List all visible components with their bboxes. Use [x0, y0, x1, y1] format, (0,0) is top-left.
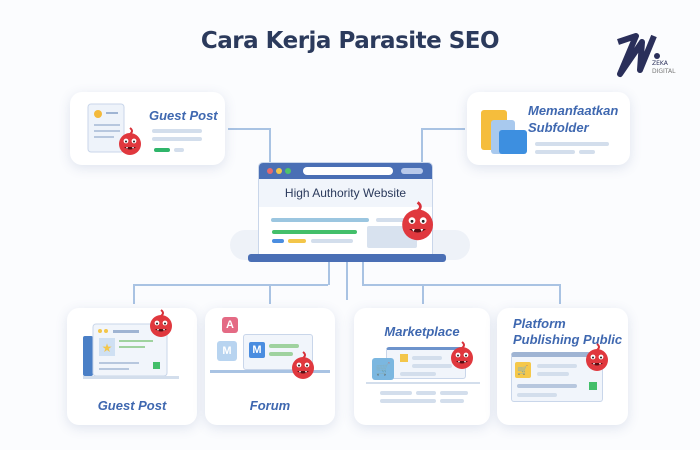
logo-text-1: ZEKA [652, 60, 668, 67]
card-label: Guest Post [97, 398, 167, 413]
page-title: Cara Kerja Parasite SEO [200, 28, 500, 54]
forum-badge-a: A [222, 317, 238, 333]
svg-text:★: ★ [102, 341, 113, 355]
cart-icon: 🛒 [372, 358, 394, 380]
logo-text-2: DIGITAL [652, 68, 676, 75]
parasite-monster-icon [450, 341, 474, 370]
parasite-monster-icon [400, 201, 435, 242]
blog-post-icon: ★ [83, 323, 179, 379]
card-subfolder: Memanfaatkan Subfolder [467, 92, 630, 165]
card-label-line1: Platform [513, 316, 566, 331]
card-platform-publishing-public: Platform Publishing Public 🛒 [497, 308, 628, 425]
card-guest-post: ★ Guest Post [67, 308, 197, 425]
parasite-monster-icon [149, 309, 173, 338]
card-label-line2: Publishing Public [513, 332, 623, 347]
card-label: Guest Post [149, 108, 218, 123]
parasite-monster-icon [291, 351, 315, 380]
card-label: Marketplace [384, 324, 460, 339]
parasite-monster-icon [585, 343, 609, 372]
website-title: High Authority Website [259, 179, 432, 207]
forum-badge-m-light: M [217, 341, 237, 361]
address-bar [303, 167, 393, 175]
forum-badge-m: M [249, 342, 265, 358]
document-icon [87, 103, 125, 153]
card-label: Forum [249, 398, 291, 413]
card-forum: A M M Forum [205, 308, 335, 425]
folder-icon [481, 110, 527, 154]
card-label-line1: Memanfaatkan [528, 103, 619, 118]
card-marketplace: Marketplace 🛒 [354, 308, 490, 425]
zeka-digital-logo: ZEKA DIGITAL [612, 30, 687, 80]
card-guest-post-top: Guest Post [70, 92, 225, 165]
cart-icon: 🛒 [515, 362, 531, 378]
card-label-line2: Subfolder [528, 120, 589, 135]
logo-mark-icon [617, 33, 660, 77]
parasite-monster-icon [118, 127, 142, 156]
